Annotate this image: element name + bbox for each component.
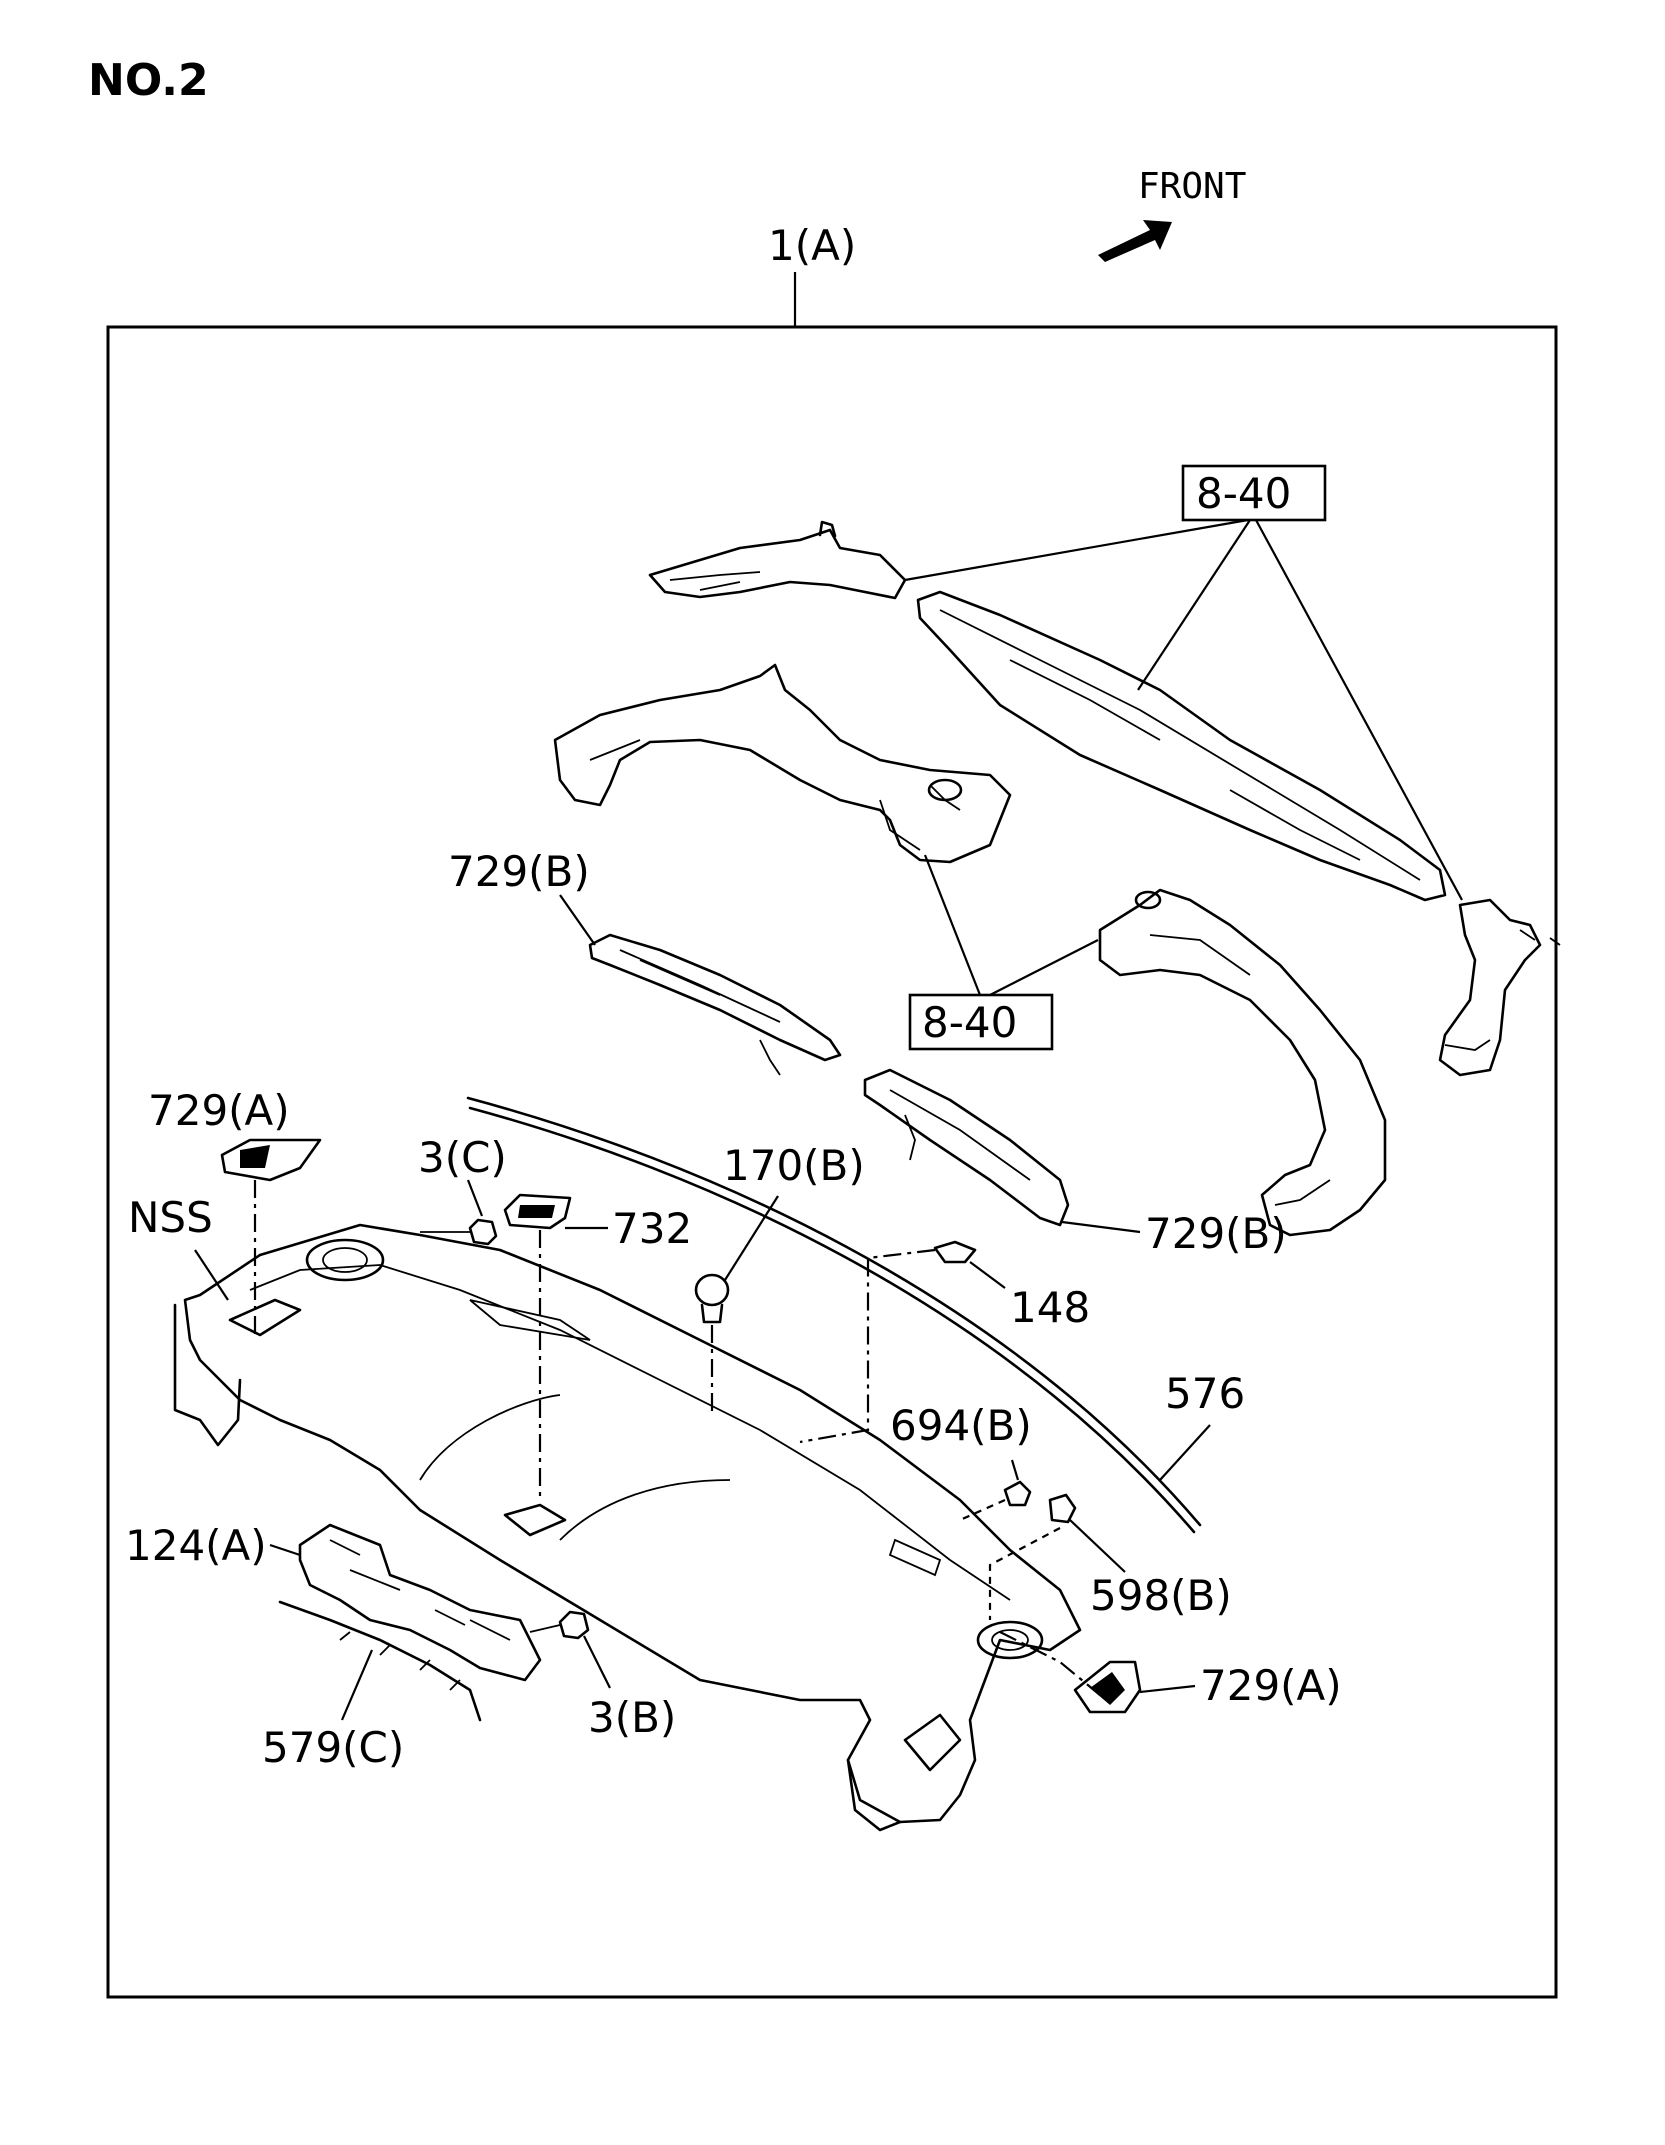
nut-598 xyxy=(988,1493,1126,1620)
strip-label: 579(C) xyxy=(262,1723,404,1772)
sheet-label: NO.2 xyxy=(88,55,209,106)
vent-left-label: 729(A) xyxy=(148,1086,290,1135)
screw-top-label: 3(C) xyxy=(418,1133,507,1182)
clip-top-label: 170(B) xyxy=(723,1141,865,1190)
assembly-frame xyxy=(106,325,1558,1999)
screw-bottom-label: 3(B) xyxy=(588,1693,676,1742)
vent-right-label: 729(A) xyxy=(1200,1661,1342,1710)
leader-ref-upper-a xyxy=(904,518,1249,582)
leader-ref-upper-c xyxy=(1255,519,1463,901)
leader-nut-694 xyxy=(1010,1459,1020,1481)
leader-grille-lower xyxy=(1061,1220,1141,1234)
clip-148 xyxy=(799,1240,1006,1444)
leader-ref-lower-b xyxy=(989,939,1099,996)
leader-nut-598 xyxy=(1069,1519,1126,1573)
leader-grille-upper xyxy=(559,894,596,946)
duct-upper-long xyxy=(916,590,1447,902)
clip-top xyxy=(694,1195,779,1415)
nut-694-install-line xyxy=(959,1498,1006,1522)
leader-strip xyxy=(340,1649,374,1721)
nut-598-install-line xyxy=(988,1527,1061,1620)
front-arrow-icon xyxy=(1098,220,1172,262)
grille-upper-label: 729(B) xyxy=(448,847,590,896)
ref-box-upper: 8-40 xyxy=(1181,464,1327,522)
duct-upper-left xyxy=(648,520,907,600)
cover-part xyxy=(503,1193,608,1500)
nut-694 xyxy=(959,1459,1032,1522)
grille-lower xyxy=(863,1068,1141,1234)
leader-vent-right xyxy=(1139,1684,1196,1694)
grille-lower-label: 729(B) xyxy=(1145,1209,1287,1258)
clip-148-install-line xyxy=(799,1248,936,1444)
strip-part xyxy=(278,1600,482,1722)
instrument-panel xyxy=(173,1223,1082,1832)
duct-arch-right xyxy=(1098,888,1387,1237)
vent-left xyxy=(220,1138,322,1335)
leader-clip-148 xyxy=(969,1261,1006,1289)
ref-upper-label: 8-40 xyxy=(1196,469,1291,518)
bracket-part xyxy=(269,1523,542,1682)
leader-ref-lower-a xyxy=(923,854,982,996)
nut-598-label: 598(B) xyxy=(1090,1571,1232,1620)
leader-nss xyxy=(194,1249,229,1301)
leader-screw-top xyxy=(466,1179,484,1217)
grille-upper xyxy=(559,894,842,1076)
ref-lower-label: 8-40 xyxy=(922,998,1017,1047)
leader-bracket xyxy=(269,1543,301,1557)
molding-strip xyxy=(466,1096,1211,1534)
vent-right xyxy=(999,1631,1196,1714)
duct-arch-upper xyxy=(553,663,1012,864)
molding-label: 576 xyxy=(1165,1369,1245,1418)
screw-bottom xyxy=(529,1610,611,1689)
cover-label: 732 xyxy=(612,1204,692,1253)
nut-694-label: 694(B) xyxy=(890,1401,1032,1450)
screw-top xyxy=(420,1179,498,1246)
assembly-label: 1(A) xyxy=(768,221,856,270)
vent-right-install-line xyxy=(999,1631,1101,1696)
front-label: FRONT xyxy=(1138,166,1246,207)
leader-molding xyxy=(1159,1424,1211,1481)
leader-screw-bottom xyxy=(583,1635,611,1689)
duct-right-connector xyxy=(1438,898,1561,1077)
leader-clip-top xyxy=(724,1195,779,1281)
clip-148-label: 148 xyxy=(1010,1283,1090,1332)
leader-ref-upper-b xyxy=(1137,519,1251,691)
ref-box-lower: 8-40 xyxy=(908,993,1054,1051)
bracket-label: 124(A) xyxy=(125,1521,267,1570)
nss-label: NSS xyxy=(128,1193,213,1242)
